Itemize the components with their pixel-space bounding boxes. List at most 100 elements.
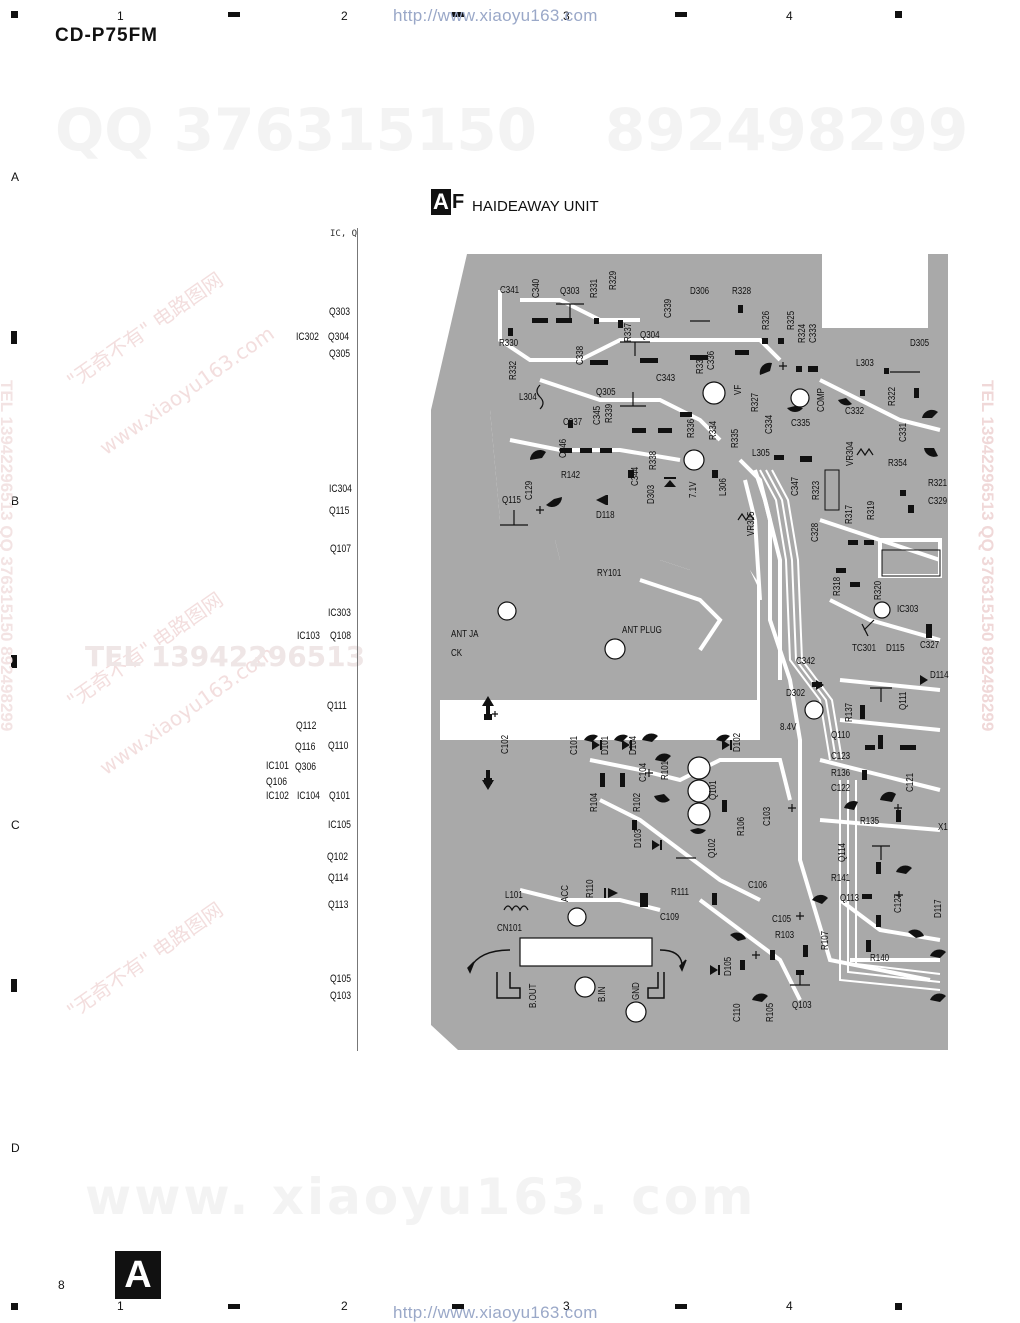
pcb-label-q115: Q115 <box>502 495 521 506</box>
index-entry-q105: Q105 <box>330 973 351 985</box>
pcb-label-r101: R101 <box>660 760 671 780</box>
pcb-label-c102: C102 <box>500 734 511 754</box>
pcb-label-d306: D306 <box>690 286 710 297</box>
index-entry-q116: Q116 <box>295 741 316 753</box>
pcb-label-c346: C346 <box>558 438 569 458</box>
pcb-label-tc301: TC301 <box>852 643 877 654</box>
index-entry-q101: Q101 <box>329 790 350 802</box>
pcb-label-q304: Q304 <box>640 330 660 341</box>
pcb-label-d115: D115 <box>886 643 905 654</box>
pcb-label-vf: VF <box>733 384 744 395</box>
pcb-label-c332: C332 <box>845 406 865 417</box>
pcb-label-r324: R324 <box>797 323 808 343</box>
pcb-label-c328: C328 <box>810 522 821 542</box>
pcb-label-r104: R104 <box>589 792 600 812</box>
pcb-label-7-1v: 7.1V <box>688 481 699 498</box>
pcb-label-d303: D303 <box>646 484 657 504</box>
pcb-label-r329: R329 <box>608 270 619 290</box>
pcb-label-r107: R107 <box>820 930 831 950</box>
pcb-label-vr305: VR305 <box>746 511 757 536</box>
pcb-label-r140: R140 <box>870 953 890 964</box>
connector-cn101 <box>519 937 653 967</box>
column-number-2: 2 <box>341 1299 348 1313</box>
watermark-site: www. xiaoyu163. com <box>85 1168 757 1226</box>
pcb-label-r331: R331 <box>589 278 600 298</box>
pcb-label-q110: Q110 <box>831 730 850 741</box>
column-divider <box>675 12 687 17</box>
pcb-label-c344: C344 <box>630 466 641 486</box>
pcb-gap <box>440 703 750 738</box>
column-number-1: 1 <box>117 9 124 23</box>
pcb-label-x1: X1 <box>938 822 948 833</box>
corner-mark <box>895 11 902 18</box>
pcb-label-c123: C123 <box>831 751 851 762</box>
pcb-trace-bundle <box>759 469 941 991</box>
pcb-label-c338: C338 <box>575 345 586 365</box>
pcb-label-d114: D114 <box>930 670 949 681</box>
index-entry-q306: Q306 <box>295 761 316 773</box>
index-entry-q103: Q103 <box>330 990 351 1002</box>
pcb-label-r105: R105 <box>765 1002 776 1022</box>
column-divider <box>228 1304 240 1309</box>
column-number-3: 3 <box>563 9 570 23</box>
site-url-bottom[interactable]: http://www.xiaoyu163.com <box>393 1303 598 1322</box>
pcb-label-c331: C331 <box>898 422 909 442</box>
pcb-label-q305: Q305 <box>596 387 616 398</box>
pcb-label-d105: D105 <box>723 956 734 976</box>
pcb-label-d104: D104 <box>628 735 639 755</box>
pcb-label-l305: L305 <box>752 448 770 459</box>
pcb-label-r136: R136 <box>831 768 851 779</box>
pcb-label-r336: R336 <box>686 418 697 438</box>
pcb-label-c104: C104 <box>638 762 649 782</box>
pcb-label-q303: Q303 <box>560 286 580 297</box>
polarity-marks <box>492 362 903 959</box>
pcb-label-gnd: GND <box>631 982 642 1000</box>
pcb-transistor-marks <box>500 303 920 986</box>
pcb-label-d102: D102 <box>732 732 743 752</box>
column-divider <box>228 12 240 17</box>
index-entry-q112: Q112 <box>296 720 317 732</box>
pcb-capacitors <box>530 362 946 1002</box>
pcb-label-c110: C110 <box>732 1003 743 1022</box>
pcb-label-b-out: B.OUT <box>528 983 539 1008</box>
index-entry-q304: Q304 <box>328 331 349 343</box>
unit-badge-letter: A <box>431 189 451 215</box>
index-entry-q106: Q106 <box>266 776 287 788</box>
pcb-label-r354: R354 <box>888 458 908 469</box>
pcb-label-r333: R333 <box>695 354 706 374</box>
index-entry-q111: Q111 <box>327 700 347 712</box>
pcb-label-r330: R330 <box>499 338 519 349</box>
pcb-label-ic303: IC303 <box>897 604 919 615</box>
pcb-label-r102: R102 <box>632 792 643 812</box>
corner-mark <box>895 1303 902 1310</box>
row-letter-c: C <box>11 818 20 832</box>
pcb-label-r328: R328 <box>732 286 752 297</box>
pcb-label-r325: R325 <box>786 310 797 330</box>
pcb-label-r327: R327 <box>750 392 761 412</box>
pcb-label-r339: R339 <box>604 403 615 423</box>
ic-outline <box>881 549 941 577</box>
unit-badge-suffix: F <box>452 190 465 213</box>
pcb-label-d302: D302 <box>786 688 806 699</box>
index-entry-ic103: IC103 <box>297 630 320 642</box>
pcb-components <box>484 305 932 975</box>
pcb-label-cn101: CN101 <box>497 923 522 934</box>
pcb-label-vr304: VR304 <box>845 441 856 466</box>
pcb-label-r338: R338 <box>648 450 659 470</box>
index-entry-q102: Q102 <box>327 851 348 863</box>
index-entry-ic104: IC104 <box>297 790 320 802</box>
pcb-label-c329: C329 <box>928 496 948 507</box>
index-entry-ic105: IC105 <box>328 819 351 831</box>
pcb-label-c109: C109 <box>660 912 680 923</box>
pcb-coils <box>503 384 875 912</box>
pcb-label-q101: Q101 <box>708 780 719 800</box>
column-number-3: 3 <box>563 1299 570 1313</box>
column-number-1: 1 <box>117 1299 124 1313</box>
pcb-arrows <box>482 696 494 790</box>
pcb-label-r317: R317 <box>844 504 855 524</box>
model-name: CD-P75FM <box>55 25 159 46</box>
pcb-label-acc: ACC <box>560 885 571 902</box>
site-url-top[interactable]: http://www.xiaoyu163.com <box>393 6 598 25</box>
index-entry-q110: Q110 <box>328 740 349 752</box>
pcb-label-c121: C121 <box>905 772 916 792</box>
